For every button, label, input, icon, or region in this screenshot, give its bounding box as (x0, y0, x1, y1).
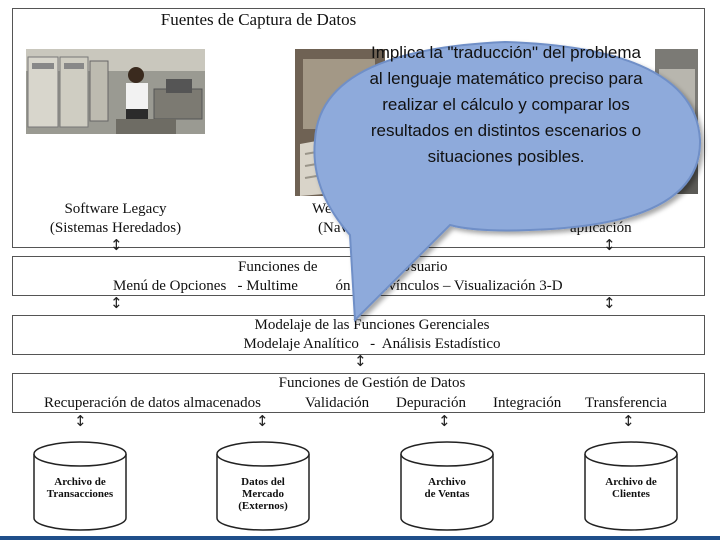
data-item: Depuración (396, 395, 466, 411)
callout-bubble (313, 40, 702, 323)
archive-label-line: Archivo de (54, 476, 106, 488)
legacy-systems-photo (26, 49, 205, 134)
arrow-up-down-icon: ↕ (256, 412, 269, 430)
accent-bar (0, 536, 720, 540)
management-modeling-title: Modelaje de las Funciones Gerenciales (254, 317, 490, 333)
source-legacy-line2: (Sistemas Heredados) (49, 220, 182, 236)
callout-text: Implica la "traducción" del problema al … (369, 43, 643, 166)
arrow-up-down-icon: ↕ (438, 412, 451, 430)
archive-label-transactions: Archivo de Transacciones (34, 476, 126, 500)
database-cylinder-icon (33, 441, 127, 531)
data-item: Validación (305, 395, 370, 411)
arrow-up-down-icon: ↕ (354, 352, 367, 370)
data-management-title: Funciones de Gestión de Datos (278, 375, 466, 391)
archive-label-line: Archivo de (605, 476, 657, 488)
source-legacy-line1: Software Legacy (64, 201, 167, 217)
arrow-up-down-icon: ↕ (603, 236, 616, 254)
archive-label-line: de Ventas (424, 488, 470, 500)
user-interface-subtitle: Menú de Opciones - Multime ón Hipervíncu… (113, 278, 563, 294)
database-cylinder-icon (584, 441, 678, 531)
data-sources-title: Fuentes de Captura de Datos (160, 10, 357, 29)
archive-label-clients: Archivo de Clientes (585, 476, 677, 500)
management-modeling-subtitle: Modelaje Analítico - Análisis Estadístic… (243, 336, 501, 352)
arrow-up-down-icon: ↕ (110, 236, 123, 254)
database-cylinder-icon (216, 441, 310, 531)
arrow-up-down-icon: ↕ (622, 412, 635, 430)
data-item: Transferencia (585, 395, 667, 411)
arrow-up-down-icon: ↕ (74, 412, 87, 430)
archive-label-line: Mercado (242, 488, 284, 500)
data-item: Recuperación de datos almacenados (44, 395, 261, 411)
archive-label-line: Transacciones (46, 488, 114, 500)
archive-label-line: (Externos) (238, 500, 288, 512)
archive-label-market: Datos del Mercado (Externos) (217, 476, 309, 512)
archive-label-line: Clientes (612, 488, 650, 500)
data-management-box (12, 373, 705, 413)
data-item: Integración (493, 395, 562, 411)
arrow-up-down-icon: ↕ (603, 294, 616, 312)
database-cylinder-icon (400, 441, 494, 531)
archive-label-sales: Archivo de Ventas (401, 476, 493, 500)
arrow-up-down-icon: ↕ (110, 294, 123, 312)
archive-label-line: Archivo (428, 476, 466, 488)
archive-label-line: Datos del (241, 476, 285, 488)
